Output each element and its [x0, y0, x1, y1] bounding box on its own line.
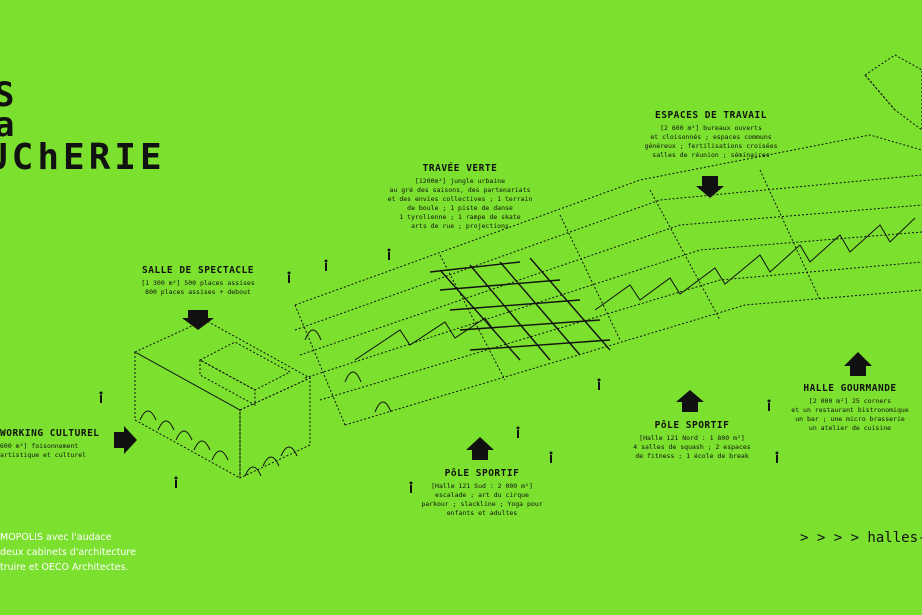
label-title: TRAVÉE VERTE	[422, 163, 498, 174]
label-title: ESPACES DE TRAVAIL	[655, 110, 767, 121]
label-line: [Halle 121 Sud : 2 000 m²]	[431, 482, 533, 490]
label-title: PôLE SPORTIF	[654, 420, 730, 431]
label-line: et des envies collectives ; 1 terrain	[387, 195, 533, 203]
label-line: et un restaurant bistronomique	[791, 406, 909, 414]
label-line: 600 m²] foisonnement	[0, 442, 79, 450]
website-link[interactable]: > > > > halles-c	[800, 530, 922, 546]
label-line: 800 places assises + debout	[145, 288, 251, 296]
arrow-up-icon	[676, 390, 704, 412]
label-line: salles de réunion ; séminaires	[652, 151, 770, 159]
travee-verte-grid	[429, 257, 611, 361]
label-travee-verte: TRAVÉE VERTE [1200m²] jungle urbaine au …	[385, 163, 535, 231]
arrow-right-icon	[114, 426, 137, 454]
label-espaces-travail: ESPACES DE TRAVAIL [2 600 m²] bureaux ou…	[636, 110, 786, 160]
label-line: [1 300 m²] 500 places assises	[141, 279, 255, 287]
label-line: 4 salles de squash ; 2 espaces	[633, 443, 751, 451]
label-title: SALLE DE SPECTACLE	[142, 265, 254, 276]
credits-line: MOPOLIS avec l'audace	[0, 532, 112, 543]
label-line: arts de rue ; projections	[411, 222, 509, 230]
label-salle-spectacle: SALLE DE SPECTACLE [1 300 m²] 500 places…	[128, 265, 268, 297]
label-line: [2 000 m²] 25 corners	[808, 397, 892, 405]
label-line: un bar ; une micro brasserie	[795, 415, 905, 423]
label-line: parkour ; slackline ; Yoga pour	[421, 500, 543, 508]
label-line: escalade ; art du cirque	[435, 491, 529, 499]
label-pole-sportif-sud: PôLE SPORTIF [Halle 121 Sud : 2 000 m²] …	[412, 468, 552, 518]
label-line: 1 tyrolienne ; 1 rampe de skate	[399, 213, 521, 221]
label-line: de boule ; 1 piste de danse	[407, 204, 513, 212]
arrow-down-icon	[696, 176, 724, 198]
label-title: HALLE GOURMANDE	[803, 383, 897, 394]
logo-line-2: a	[0, 105, 18, 145]
label-line: [Halle 121 Nord : 1 800 m²]	[639, 434, 745, 442]
label-pole-sportif-nord: PôLE SPORTIF [Halle 121 Nord : 1 800 m²]…	[622, 420, 762, 461]
arrow-down-icon	[182, 310, 214, 330]
label-coworking: WORKING CULTUREL 600 m²] foisonnement ar…	[0, 428, 110, 460]
far-building	[864, 54, 922, 131]
credits-line: truire et OECO Architectes.	[0, 562, 129, 573]
label-title: WORKING CULTUREL	[0, 428, 100, 439]
label-line: [1200m²] jungle urbaine	[414, 177, 505, 185]
logo-line-3: UChERIE	[0, 137, 166, 178]
logo-line-1: S	[0, 75, 18, 115]
hall-end-arches	[304, 329, 392, 413]
label-halle-gourmande: HALLE GOURMANDE [2 000 m²] 25 corners et…	[786, 383, 914, 433]
salle-spectacle-arches	[139, 410, 298, 477]
arrow-up-icon	[844, 352, 872, 376]
label-line: de fitness ; 1 école de break	[635, 452, 749, 460]
label-line: et cloisonnés ; espaces communs	[650, 133, 772, 141]
label-line: au gré des saisons, des partenariats	[389, 186, 531, 194]
arrow-up-icon	[466, 437, 494, 460]
label-line: [2 600 m²] bureaux ouverts	[660, 124, 762, 132]
arrows	[114, 176, 872, 460]
label-line: enfants et adultes	[446, 509, 518, 517]
label-line: généreux ; fertilisations croisées	[644, 142, 778, 150]
salle-spectacle-building	[133, 319, 312, 479]
label-line: artistique et culturel	[0, 451, 87, 459]
credits-line: deux cabinets d'architecture	[0, 547, 136, 558]
credits-text: MOPOLIS avec l'audace deux cabinets d'ar…	[0, 530, 136, 575]
roof-sawtooth	[354, 217, 916, 361]
people-figures	[99, 248, 779, 493]
label-title: PôLE SPORTIF	[444, 468, 520, 479]
main-hall	[294, 134, 922, 426]
label-line: un atelier de cuisine	[808, 424, 892, 432]
